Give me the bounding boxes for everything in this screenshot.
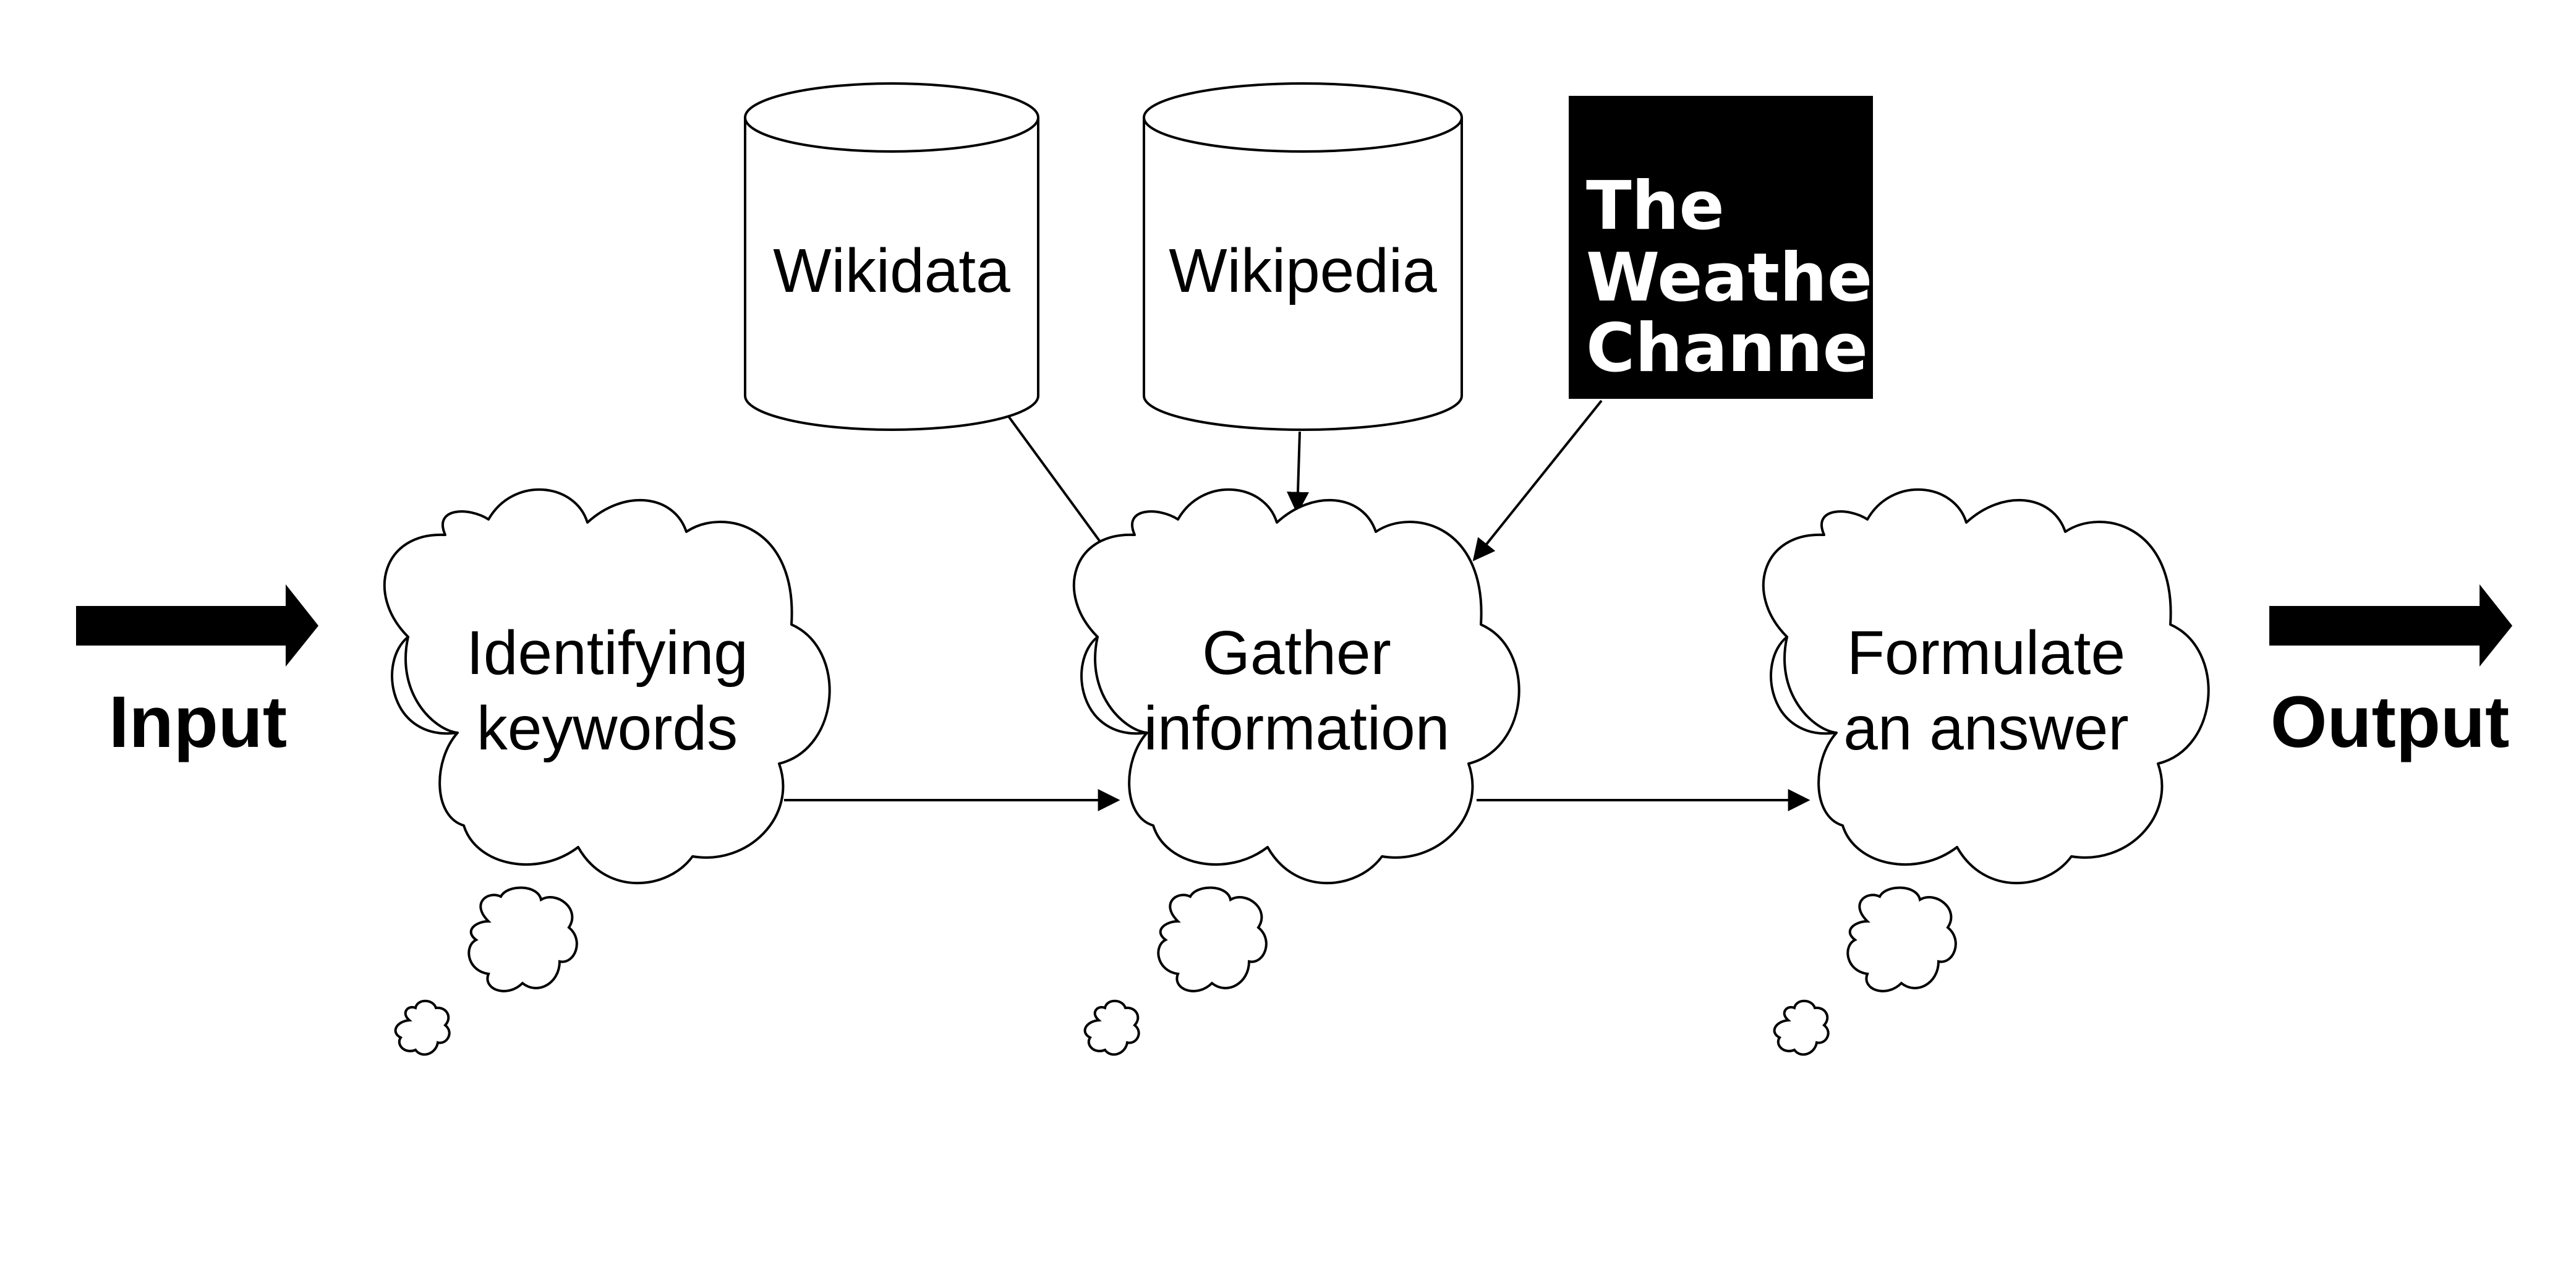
output-arrow <box>2269 584 2512 667</box>
thought-bubbles-keywords <box>394 886 578 1056</box>
cloud-gather-information <box>1072 488 1520 885</box>
cloud-gather-information-line2: information <box>1144 694 1450 763</box>
input-label: Input <box>109 681 287 763</box>
svg-text:Weather: Weather <box>1586 239 1905 317</box>
wikipedia-label: Wikipedia <box>1169 236 1437 305</box>
thought-bubbles-formulate <box>1773 886 1957 1056</box>
cloud-identifying-keywords-line1: Identifying <box>466 618 748 688</box>
wikidata-database-icon <box>744 82 1039 431</box>
svg-text:Channel: Channel <box>1586 310 1891 387</box>
weather-channel-logo: The Weather Channel <box>1569 96 1905 399</box>
thought-bubbles-gather <box>1083 886 1268 1056</box>
output-label: Output <box>2271 681 2510 763</box>
cloud-identifying-keywords-line2: keywords <box>477 694 738 763</box>
cloud-formulate-answer <box>1762 488 2210 885</box>
input-arrow <box>76 584 318 667</box>
cloud-formulate-answer-line1: Formulate <box>1847 618 2125 688</box>
cloud-identifying-keywords <box>383 488 831 885</box>
cloud-formulate-answer-line2: an answer <box>1843 694 2128 763</box>
cloud-gather-information-line1: Gather <box>1202 618 1391 688</box>
wikipedia-database-icon <box>1143 82 1463 431</box>
wikidata-label: Wikidata <box>773 236 1010 305</box>
wikipedia-to-gather-arrow <box>1287 431 1309 514</box>
svg-text:The: The <box>1586 168 1725 245</box>
weather-to-gather-arrow <box>1472 399 1603 561</box>
